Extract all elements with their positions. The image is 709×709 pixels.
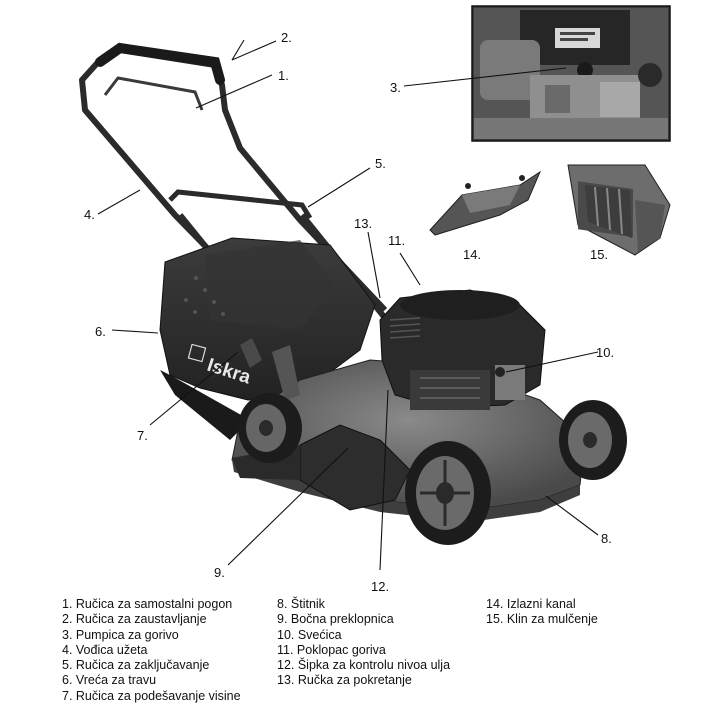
callout-13: 13. (354, 216, 372, 231)
legend-item-6: 6. Vreća za travu (62, 673, 157, 688)
legend-item-4: 4. Vođica užeta (62, 642, 148, 657)
legend-item-13: 13. Ručka za pokretanje (277, 673, 412, 688)
callout-9: 9. (214, 565, 225, 580)
mulching-plug-illustration (567, 164, 671, 256)
legend-column-3: 14. Izlazni kanal 15. Klin za mulčenje (486, 597, 598, 628)
legend-item-10: 10. Svećica (277, 627, 342, 642)
callout-3: 3. (390, 80, 401, 95)
callout-14: 14. (463, 247, 481, 262)
legend-column-1: 1. Ručica za samostalni pogon 2. Ručica … (62, 597, 241, 704)
callout-12: 12. (371, 579, 389, 594)
leader-lines (97, 39, 599, 571)
legend-item-2: 2. Ručica za zaustavljanje (62, 612, 207, 627)
mower-illustration: Iskra (79, 42, 627, 545)
callout-11: 11. (388, 233, 405, 248)
callout-1: 1. (278, 68, 289, 83)
callout-numbers: 1. 2. 3. 4. 5. 6. 7. 8. 9. 10. 11. 12. 1… (84, 30, 614, 594)
callout-8: 8. (601, 531, 612, 546)
legend-item-9: 9. Bočna preklopnica (277, 612, 394, 627)
callout-5: 5. (375, 156, 386, 171)
legend-item-5: 5. Ručica za zaključavanje (62, 658, 210, 673)
callout-2: 2. (281, 30, 292, 45)
legend-column-2: 8. Štitnik 9. Bočna preklopnica 10. Sveć… (277, 597, 450, 689)
legend-item-11: 11. Poklopac goriva (277, 642, 386, 657)
callout-15: 15. (590, 247, 608, 262)
legend-item-3: 3. Pumpica za gorivo (62, 627, 179, 642)
callout-7: 7. (137, 428, 148, 443)
legend-item-7: 7. Ručica za podešavanje visine (62, 688, 241, 703)
front-left-wheel (405, 441, 491, 545)
primer-inset-photo (471, 5, 671, 142)
legend-item-12: 12. Šipka za kontrolu nivoa ulja (277, 658, 451, 673)
legend-item-8: 8. Štitnik (277, 597, 325, 611)
callout-6: 6. (95, 324, 106, 339)
discharge-chute-illustration (429, 170, 542, 236)
front-right-wheel (559, 400, 627, 480)
legend-item-14: 14. Izlazni kanal (486, 597, 576, 611)
callout-10: 10. (596, 345, 614, 360)
callout-4: 4. (84, 207, 95, 222)
legend-item-1: 1. Ručica za samostalni pogon (62, 597, 233, 611)
rear-wheel (238, 393, 302, 463)
legend-item-15: 15. Klin za mulčenje (486, 612, 598, 627)
